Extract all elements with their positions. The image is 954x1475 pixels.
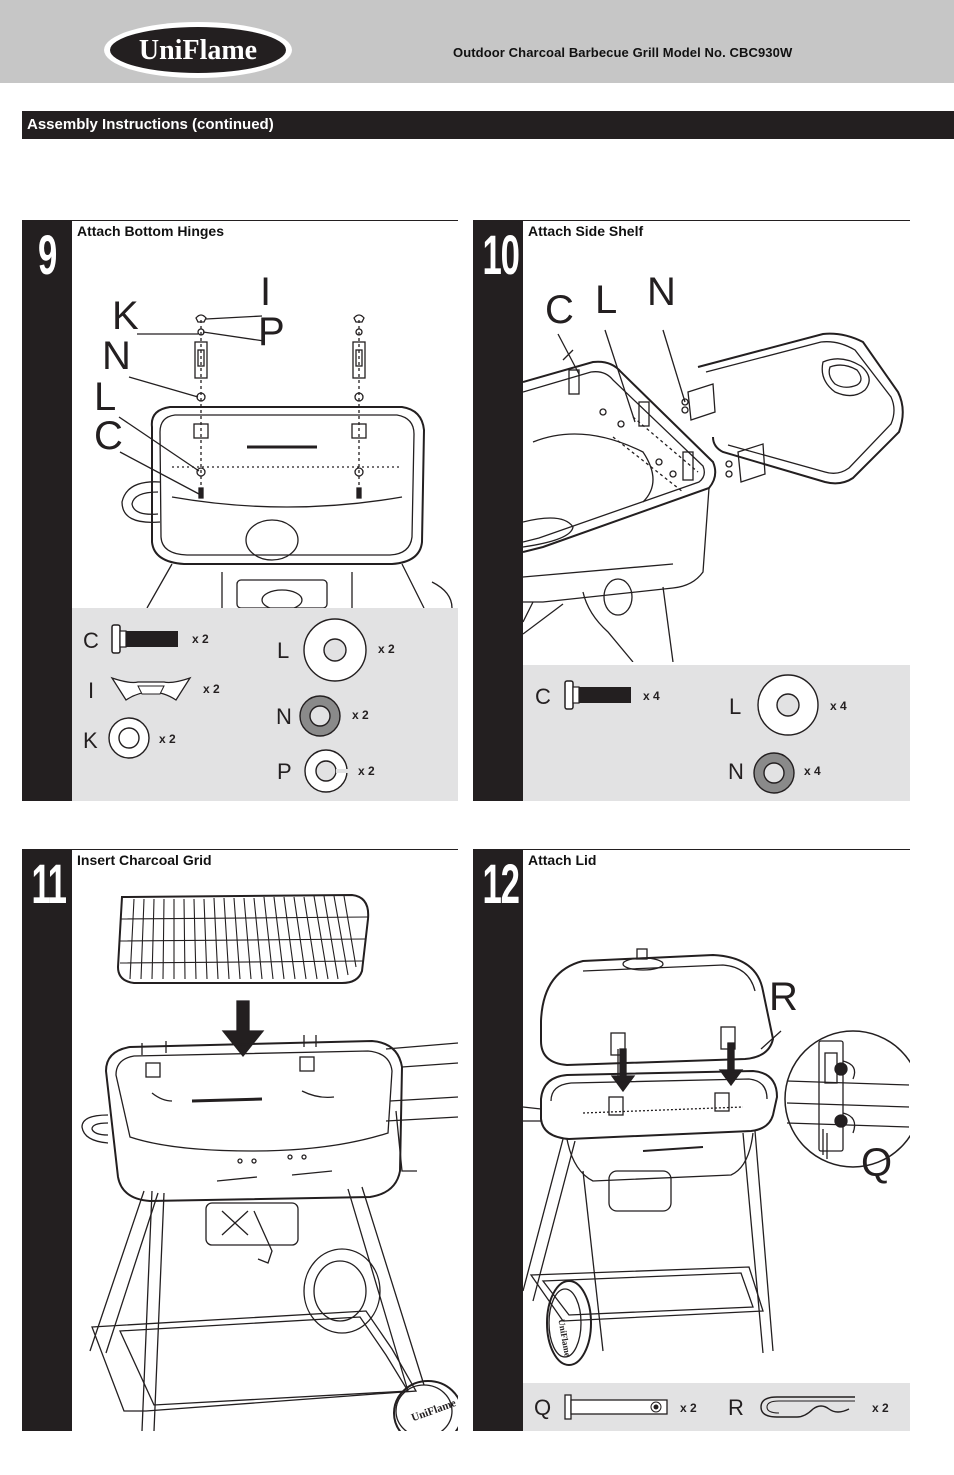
hex-nut-icon	[753, 752, 795, 794]
flat-washer-icon	[303, 618, 367, 682]
callout-p: P	[258, 310, 285, 354]
part-qty-k: x 2	[159, 732, 176, 746]
hex-nut-icon	[299, 695, 341, 737]
callout-n: N	[647, 270, 676, 314]
parts-panel: C x 2 I x 2 K x 2 L x 2 N x 2	[72, 608, 458, 801]
part-label-i: I	[88, 678, 95, 703]
bolt-icon	[111, 624, 178, 654]
step-9: 9 Attach Bottom Hinges	[22, 220, 458, 801]
step-title: Attach Bottom Hinges	[77, 223, 224, 239]
part-label-l: L	[277, 638, 290, 663]
side-shelf-illustration	[523, 329, 904, 662]
parts-panel: Q x 2 R x 2	[523, 1383, 910, 1431]
r-clip-icon	[760, 1396, 855, 1418]
document-title: Outdoor Charcoal Barbecue Grill Model No…	[453, 45, 793, 60]
callout-c: C	[94, 414, 123, 458]
flat-washer-icon	[757, 674, 819, 736]
parts-panel: C x 4 L x 4 N x 4	[523, 665, 910, 801]
hinge-pin-icon	[564, 1394, 668, 1420]
wing-nut-icon	[110, 676, 192, 701]
part-qty-c: x 2	[192, 632, 209, 646]
callout-l: L	[94, 375, 117, 419]
wheel-brand-text: UniFlame	[556, 1318, 572, 1357]
step-number: 10	[482, 223, 520, 286]
part-label-p: P	[277, 759, 292, 784]
page-header: UniFlame Outdoor Charcoal Barbecue Grill…	[0, 0, 954, 83]
part-label-q: Q	[534, 1395, 552, 1420]
logo-text: UniFlame	[139, 35, 257, 66]
callout-n: N	[102, 334, 131, 378]
part-qty-q: x 2	[680, 1401, 697, 1415]
hinge-assembly-illustration	[118, 314, 453, 608]
part-qty-l: x 2	[378, 642, 395, 656]
part-qty-c: x 4	[643, 689, 660, 703]
part-qty-n: x 4	[804, 764, 821, 778]
lock-washer-icon	[108, 717, 150, 759]
charcoal-grid-illustration: UniFlame	[81, 893, 458, 1431]
part-label-c: C	[535, 684, 551, 709]
part-label-c: C	[83, 628, 99, 653]
callout-r: R	[769, 975, 798, 1019]
part-qty-i: x 2	[203, 682, 220, 696]
step-number: 12	[482, 852, 520, 915]
step-title: Insert Charcoal Grid	[77, 852, 212, 868]
step-11: 11 Insert Charcoal Grid	[22, 849, 458, 1431]
bolt-icon	[564, 680, 631, 710]
step-title: Attach Lid	[528, 852, 597, 868]
callout-l: L	[595, 278, 618, 322]
part-label-l: L	[729, 694, 742, 719]
part-label-k: K	[83, 728, 98, 753]
part-label-n: N	[728, 759, 744, 784]
step-number: 9	[37, 223, 57, 286]
part-label-n: N	[276, 704, 292, 729]
clip-washer-icon	[304, 749, 350, 793]
lid-assembly-illustration: UniFlame	[523, 948, 910, 1366]
part-qty-l: x 4	[830, 699, 847, 713]
callout-k: K	[112, 294, 139, 338]
step-title: Attach Side Shelf	[528, 223, 644, 239]
section-title-bar: Assembly Instructions (continued)	[22, 111, 954, 139]
uniflame-logo: UniFlame	[104, 22, 292, 78]
part-label-r: R	[728, 1395, 744, 1420]
part-qty-p: x 2	[358, 764, 375, 778]
step-number: 11	[31, 852, 67, 915]
callout-q: Q	[861, 1141, 893, 1185]
callout-c: C	[545, 288, 574, 332]
part-qty-n: x 2	[352, 708, 369, 722]
step-12: 12 Attach Lid UniFlame	[473, 849, 910, 1431]
callout-i: I	[260, 270, 272, 314]
part-qty-r: x 2	[872, 1401, 889, 1415]
step-10: 10 Attach Side Shelf C	[473, 220, 910, 801]
